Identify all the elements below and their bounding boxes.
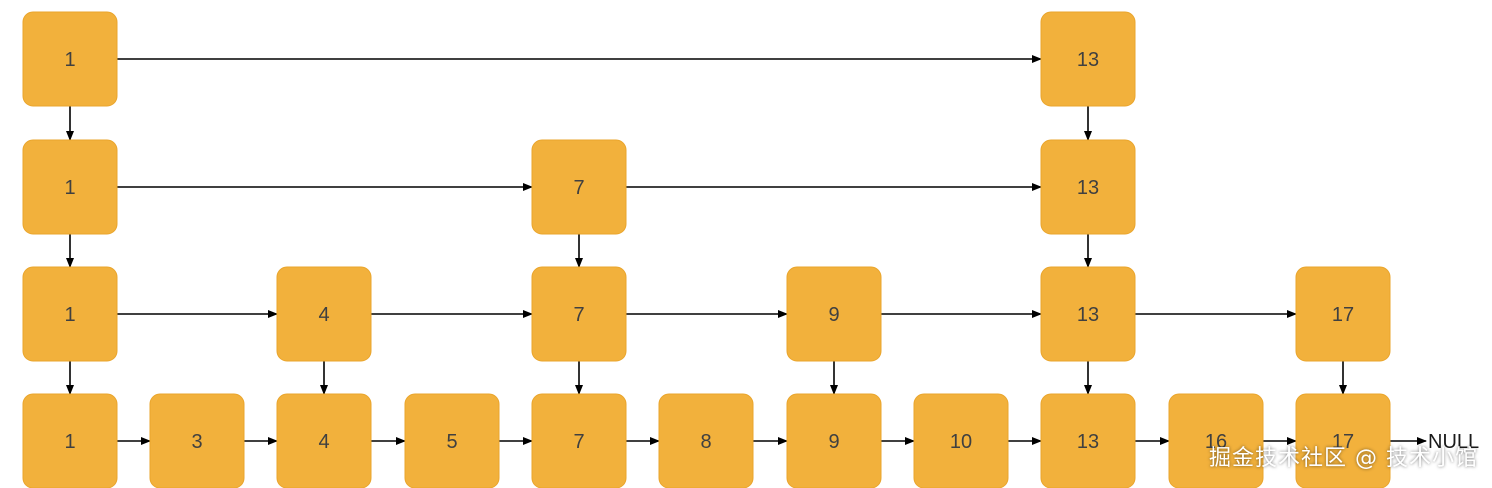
node-label: 17	[1332, 304, 1354, 326]
node-label: 7	[573, 431, 584, 453]
node-box	[1040, 139, 1136, 235]
node-label: 13	[1077, 431, 1099, 453]
node-label: 1	[64, 49, 75, 71]
node-level2-7: 7	[531, 266, 627, 362]
node-box	[1040, 266, 1136, 362]
node-box	[786, 393, 882, 488]
node-box	[531, 393, 627, 488]
node-box	[1295, 266, 1391, 362]
node-box	[22, 266, 118, 362]
node-level1-17: 17	[1295, 393, 1391, 488]
node-level4-13: 13	[1040, 11, 1136, 107]
node-box	[149, 393, 245, 488]
node-label: 13	[1077, 49, 1099, 71]
node-level1-5: 5	[404, 393, 500, 488]
node-label: 4	[318, 304, 329, 326]
node-label: 9	[828, 304, 839, 326]
node-level1-9: 9	[786, 393, 882, 488]
node-level2-9: 9	[786, 266, 882, 362]
node-level2-1: 1	[22, 266, 118, 362]
node-level4-1: 1	[22, 11, 118, 107]
node-box	[1040, 11, 1136, 107]
node-level1-8: 8	[658, 393, 754, 488]
node-box	[22, 393, 118, 488]
node-label: 1	[64, 177, 75, 199]
node-box	[276, 266, 372, 362]
node-label: 17	[1332, 431, 1354, 453]
node-level1-4: 4	[276, 393, 372, 488]
node-box	[404, 393, 500, 488]
node-box	[22, 11, 118, 107]
watermark: 掘金技术社区 @ 技术小馆	[1209, 446, 1478, 471]
node-box	[531, 266, 627, 362]
node-label: 8	[700, 431, 711, 453]
node-box	[658, 393, 754, 488]
node-box	[1168, 393, 1264, 488]
node-label: 7	[573, 177, 584, 199]
node-label: 3	[191, 431, 202, 453]
edges-layer	[66, 55, 1427, 445]
node-level1-10: 10	[913, 393, 1009, 488]
node-level1-16: 16	[1168, 393, 1264, 488]
node-box	[1040, 393, 1136, 488]
node-level2-4: 4	[276, 266, 372, 362]
node-label: 13	[1077, 177, 1099, 199]
null-terminal-label: NULL	[1428, 431, 1479, 453]
node-label: 10	[950, 431, 972, 453]
node-level3-13: 13	[1040, 139, 1136, 235]
node-box	[786, 266, 882, 362]
node-box	[913, 393, 1009, 488]
node-level1-3: 3	[149, 393, 245, 488]
node-label: 1	[64, 304, 75, 326]
node-box	[22, 139, 118, 235]
node-box	[276, 393, 372, 488]
node-label: 9	[828, 431, 839, 453]
node-label: 16	[1205, 431, 1227, 453]
node-level2-13: 13	[1040, 266, 1136, 362]
node-label: 5	[446, 431, 457, 453]
node-label: 7	[573, 304, 584, 326]
node-box	[1295, 393, 1391, 488]
node-level2-17: 17	[1295, 266, 1391, 362]
node-label: 1	[64, 431, 75, 453]
node-label: 4	[318, 431, 329, 453]
node-level3-7: 7	[531, 139, 627, 235]
node-box	[531, 139, 627, 235]
node-label: 13	[1077, 304, 1099, 326]
node-level1-7: 7	[531, 393, 627, 488]
node-level3-1: 1	[22, 139, 118, 235]
node-level1-1: 1	[22, 393, 118, 488]
node-level1-13: 13	[1040, 393, 1136, 488]
